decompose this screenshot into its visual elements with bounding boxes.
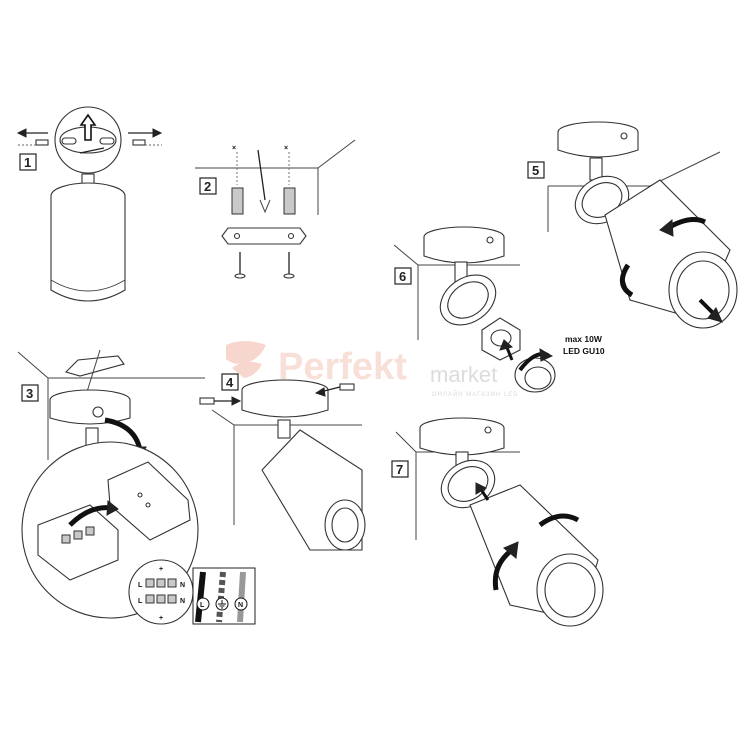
screw-icon [234, 252, 295, 279]
terminal-n-top: N [180, 582, 185, 589]
step-1: 1 [16, 106, 163, 302]
svg-text:×: × [284, 145, 288, 152]
step-2: 2 × × [195, 139, 356, 279]
step-5-number: 5 [532, 163, 539, 178]
svg-text:×: × [232, 145, 236, 152]
wall-plug-icon [231, 187, 296, 215]
step-3-number: 3 [26, 386, 33, 401]
screwdriver-icon [257, 149, 271, 214]
terminal-l-bottom: L [138, 598, 143, 605]
bulb-spec-line2: LED GU10 [563, 346, 605, 356]
wire-neutral-label: N [238, 602, 243, 609]
step-6-number: 6 [399, 269, 406, 284]
step-5: 5 [527, 121, 738, 329]
leaf-logo-icon [226, 341, 266, 378]
screw-icon [35, 139, 146, 146]
rotate-arrow-icon [619, 217, 707, 298]
terminal-n-bottom: N [180, 598, 185, 605]
wire-live-label: L [200, 602, 205, 609]
watermark-tagline: ОНЛАЙН МАГАЗИН LED [432, 390, 519, 398]
terminal-l-top: L [138, 582, 143, 589]
plus-top: + [159, 566, 163, 573]
step-1-number: 1 [24, 155, 31, 170]
plus-bottom: + [159, 615, 163, 622]
step-4-number: 4 [226, 375, 234, 390]
step-6: 6 max 10W LED GU10 [393, 226, 605, 393]
rotate-arrow-icon [492, 513, 580, 591]
arrow-icon [79, 113, 97, 141]
watermark: Perfekt market ОНЛАЙН МАГАЗИН LED [226, 341, 519, 398]
step-7-number: 7 [396, 462, 403, 477]
step-7: 7 [391, 417, 604, 627]
watermark-brand-2: market [430, 362, 497, 387]
bulb-spec-line1: max 10W [565, 334, 603, 344]
step-4: 4 [199, 373, 366, 551]
step-3: 3 + + L L N N [17, 349, 256, 625]
ground-symbol-icon [215, 597, 229, 611]
step-2-number: 2 [204, 179, 211, 194]
